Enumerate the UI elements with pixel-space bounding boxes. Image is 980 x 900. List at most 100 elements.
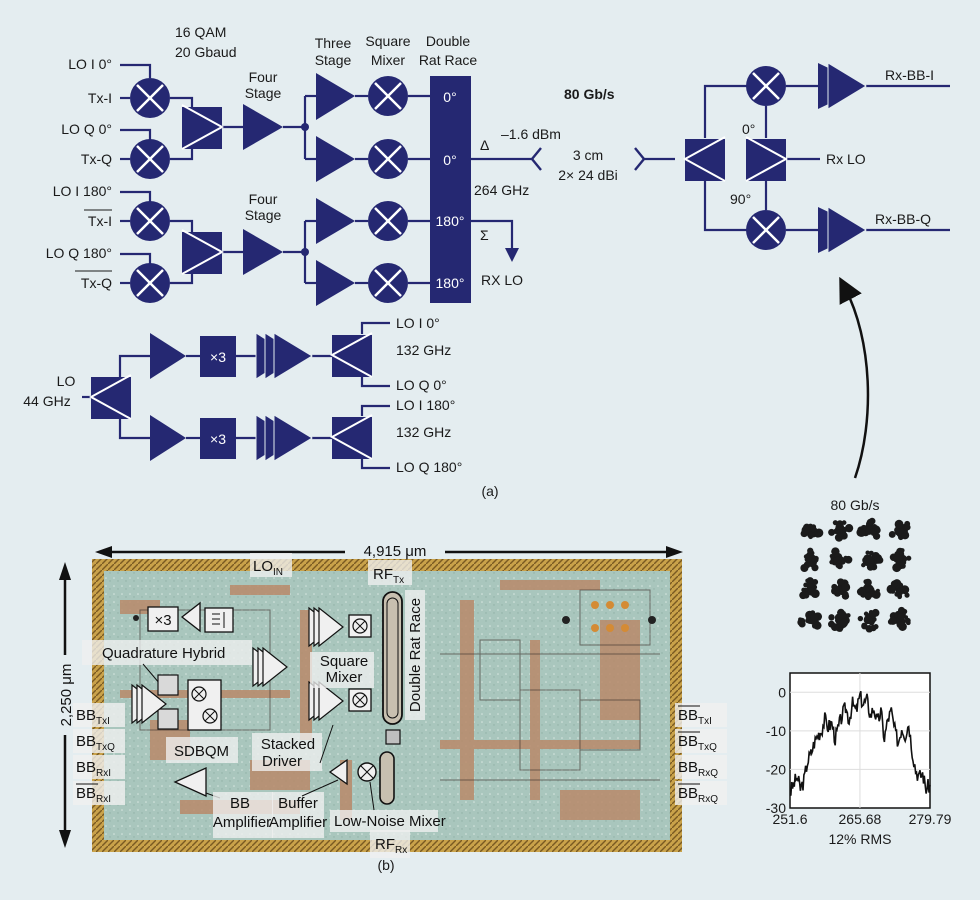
constellation-cluster [886,579,910,600]
x-tick-label: 251.6 [772,811,807,827]
tx-iq-mixers [128,76,172,305]
combiner-icon [181,104,223,150]
lo-in-label: LOIN [253,558,283,578]
constellation-cluster [856,578,881,601]
lo-out-freq: 132 GHz [396,424,451,440]
rf-tx-label: RFTx [373,566,404,586]
rat-race-port-4: 180° [436,275,465,291]
stacked-driver-label-2: Driver [262,753,302,770]
rf-rx-label: RFRx [375,836,407,856]
quadrature-hybrid-label: Quadrature Hybrid [102,645,225,662]
lo-iq-splitter-icon [331,332,373,378]
amplifier-icon [316,73,355,120]
rx-rat-race [379,751,395,805]
arrow-down-icon [505,248,519,262]
rx-section [703,84,950,232]
constellation-cluster [887,606,911,631]
combiner-icon [181,229,223,275]
constellation-cluster [797,610,823,630]
amplifier-icon [316,260,355,306]
double-rat-race-label: Double Rat Race [407,598,424,712]
lo-i-0-label: LO I 0° [68,56,112,72]
lo-out-label: LO I 0° [396,315,440,331]
arrow-right-icon [666,546,683,558]
mixer-icon [128,261,172,305]
lo-out-freq: 132 GHz [396,342,451,358]
bb-amplifier-icon [173,766,207,798]
constellation-cluster [829,547,853,570]
y-tick-label: -10 [766,723,786,739]
bb-pad-label: BBTxQ [678,733,717,753]
double-rat-race-block [430,76,471,303]
lo-out-label: LO I 180° [396,397,455,413]
stacked-amplifier-icon [252,606,344,722]
iq-combiners [181,104,223,275]
rx-phase-90: 90° [730,191,751,207]
buffer-amplifier-icon [328,758,348,786]
square-mixer-label-2: Mixer [371,52,406,68]
lo-triple-amplifiers [255,332,313,462]
rx-bb-amplifiers [818,62,867,254]
dimension-arrows [59,546,683,848]
arrow-up-icon [59,562,71,580]
rx-splitter-icon [684,136,726,182]
rx-quadrature-hybrid-icon [745,136,787,182]
y-tick-label: 0 [778,684,786,700]
amplifier-icon [150,415,186,461]
mixer-icon [366,74,410,118]
constellation-cluster [856,517,881,540]
bb-amplifier-label: BB [230,795,250,812]
amplifier-icon [273,414,313,462]
four-stage-label-top: Four [249,69,278,85]
chip-height-label: 2,250 μm [58,664,75,727]
tripler-label: ×3 [210,431,226,447]
chip-annotations: LOIN RFTx RFRx ×3 Quadrature Hybrid SDBQ… [82,553,446,858]
lo-multipliers: ×3 ×3 [200,336,236,459]
constellation-cluster [800,547,819,573]
modulation-label: 16 QAM [175,24,226,40]
amplifier-icon [273,332,313,380]
data-rate-label: 80 Gb/s [564,86,615,102]
lo-input-freq: 44 GHz [23,393,70,409]
rx-bb-i-label: Rx-BB-I [885,67,934,83]
sdbqm-block [187,679,222,731]
lo-chain [82,321,390,470]
amplifier-icon [180,601,201,633]
rx-mixer-q-icon [744,208,788,252]
rat-race-port-2: 0° [443,152,456,168]
junction-dot [301,123,309,131]
mixer-icon [366,261,410,305]
constellation-cluster [861,550,884,571]
transformer-icon [204,607,234,633]
three-stage-amplifiers [316,73,355,306]
bb-pad-label: BBRxI [76,759,111,779]
lo-i-180-label: LO I 180° [53,183,112,199]
rx-phase-0: 0° [742,121,755,137]
mixer-icon [128,76,172,120]
constellation-cluster [889,547,912,573]
square-mixer-label: Square [365,33,410,49]
constellation-cluster [857,608,880,633]
lo-q-0-label: LO Q 0° [61,121,112,137]
three-stage-label: Three [315,35,352,51]
curved-arrow-icon [839,276,870,479]
bb-pad-label: BBTxI [76,707,110,727]
lo-input-label: LO [57,373,76,389]
amplifier-icon [243,104,283,150]
constellation-cluster [828,520,854,542]
hybrid-icon [157,708,179,730]
amplifier-icon [150,333,186,379]
tripler-block [200,418,236,459]
bb-pad-label: BBRxQ [678,785,718,805]
lo-out-label: LO Q 0° [396,377,447,393]
mixer-icon [128,137,172,181]
bb-pad-label: BBTxQ [76,733,115,753]
tx-i-bar-label: Tx-I [88,213,112,229]
constellation-title: 80 Gb/s [830,497,879,513]
constellation-cluster [799,577,820,600]
arrow-down-icon [59,830,71,848]
buffer-amplifier-label: Buffer [278,795,318,812]
rx-lo-label: Rx LO [826,151,866,167]
